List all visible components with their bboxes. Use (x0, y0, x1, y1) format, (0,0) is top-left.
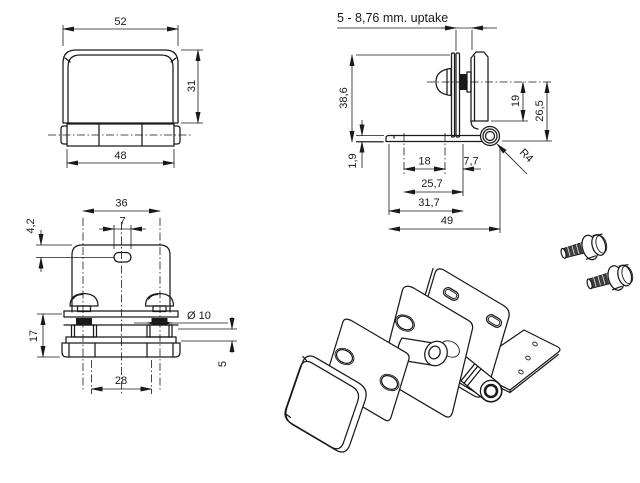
side-cover-plate (450, 52, 456, 138)
back-nut-right (151, 318, 168, 325)
side-screw-head (435, 67, 452, 97)
side-view: 5 - 8,76 mm. uptake (337, 11, 552, 233)
dim-slot-width: 7 (119, 216, 125, 228)
dim-front-width: 52 (114, 16, 126, 28)
front-cover-outline (62, 49, 179, 124)
uptake-label: 5 - 8,76 mm. uptake (337, 11, 448, 25)
back-slot (113, 251, 132, 263)
dim-radius: R4 (517, 147, 535, 165)
side-base-plate (385, 134, 491, 147)
dim-hole-spacing: 18 (418, 156, 430, 168)
screw-2 (585, 262, 636, 293)
side-bracket-plate (470, 51, 489, 122)
dim-front-height: 31 (186, 80, 198, 92)
dim-edge-offset: 7,7 (463, 156, 478, 168)
side-barrel (479, 125, 501, 147)
back-spacers (70, 324, 173, 338)
dim-stack-height: 17 (28, 330, 40, 342)
back-barrel (61, 336, 181, 358)
dim-span-mid: 25,7 (421, 178, 442, 190)
back-nut-left (76, 318, 92, 325)
dim-diameter: Ø 10 (187, 310, 211, 322)
exploded-view (284, 232, 636, 453)
dim-base-thickness: 1,9 (347, 153, 359, 168)
back-view: 36 7 4,2 17 Ø 10 28 5 (25, 198, 237, 396)
dim-base-length: 49 (441, 215, 453, 227)
dim-axis-to-bottom: 26,5 (534, 100, 546, 121)
dim-lower-spacing: 28 (115, 375, 127, 387)
exploded-cover-cap (284, 355, 367, 453)
dim-side-total-height: 38,6 (338, 87, 350, 108)
front-view: 52 31 48 (48, 16, 203, 168)
dim-span-outer: 31,7 (418, 197, 439, 209)
back-screw-heads (69, 292, 175, 313)
dim-back-hole-spacing: 36 (115, 198, 127, 210)
dim-slot-offset: 4,2 (25, 218, 37, 233)
back-plate-outline (71, 244, 171, 313)
screw-1 (559, 232, 610, 263)
dim-axis-to-plate: 19 (510, 95, 522, 107)
dim-front-barrel-width: 48 (114, 150, 126, 162)
dim-gap: 5 (217, 361, 229, 367)
